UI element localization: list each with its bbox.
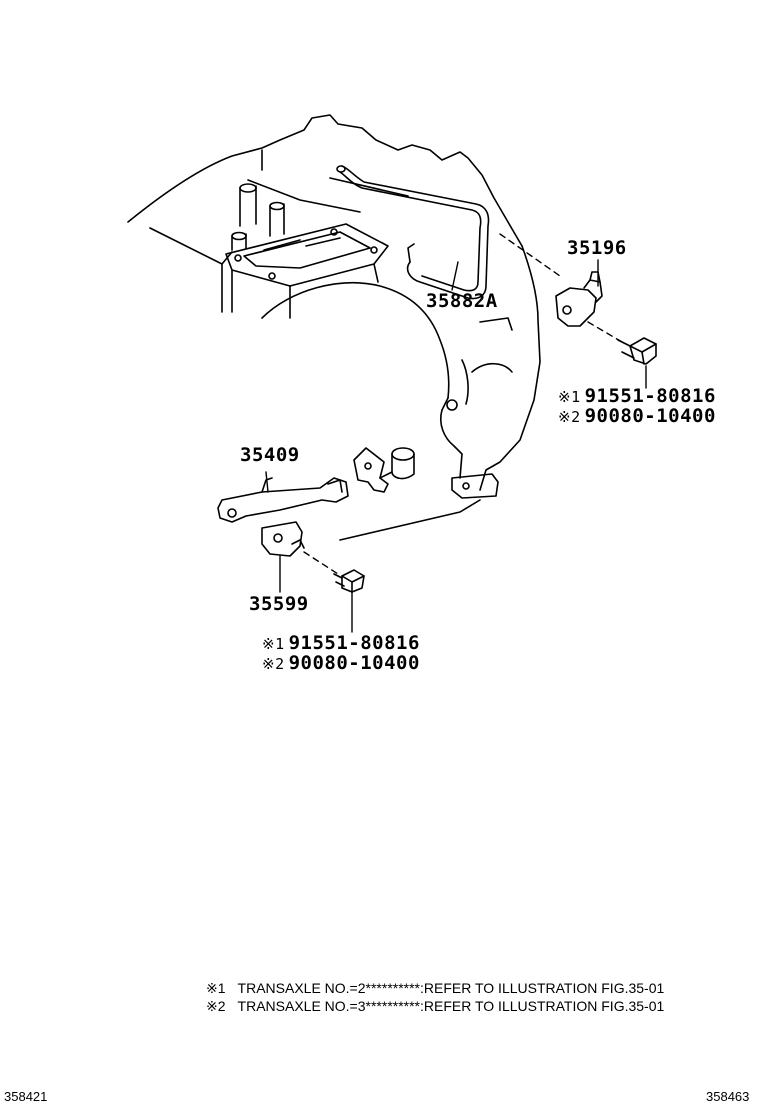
footnote-text: TRANSAXLE NO.=3**********:REFER TO ILLUS…	[237, 998, 665, 1014]
footnote-1: ※1 TRANSAXLE NO.=2**********:REFER TO ILL…	[206, 980, 664, 996]
reference-mark: ※2	[558, 408, 581, 426]
footnote-mark: ※1	[206, 980, 226, 996]
bolt-part-number: 90080-10400	[288, 652, 420, 674]
reference-mark: ※1	[262, 635, 285, 653]
breather-hose-35882a	[336, 165, 490, 300]
reference-mark: ※2	[262, 655, 285, 673]
reference-mark: ※1	[558, 388, 581, 406]
footnote-mark: ※2	[206, 998, 226, 1014]
leader-lines	[265, 233, 647, 633]
part-label-35196: 35196	[567, 237, 627, 259]
footnote-2: ※2 TRANSAXLE NO.=3**********:REFER TO ILL…	[206, 998, 664, 1014]
figure-id-right: 358463	[706, 1089, 750, 1104]
sensor-35196	[555, 271, 603, 327]
transaxle-housing	[127, 114, 541, 541]
figure-id-left: 358421	[4, 1089, 48, 1104]
bolt-part-number: 90080-10400	[584, 405, 716, 427]
detent-spring-shaft	[353, 447, 415, 493]
bolt-lower	[333, 569, 365, 593]
part-label-35599: 35599	[249, 593, 309, 615]
part-label-35409: 35409	[240, 444, 300, 466]
bolt-part-number: 91551-80816	[584, 385, 716, 407]
lever-35409	[217, 477, 349, 523]
part-label-35882a: 35882A	[426, 290, 498, 312]
footnote-text: TRANSAXLE NO.=2**********:REFER TO ILLUS…	[237, 980, 665, 996]
bolt-upper	[617, 337, 657, 365]
bracket-35599	[261, 521, 305, 557]
bolt-part-number: 91551-80816	[288, 632, 420, 654]
